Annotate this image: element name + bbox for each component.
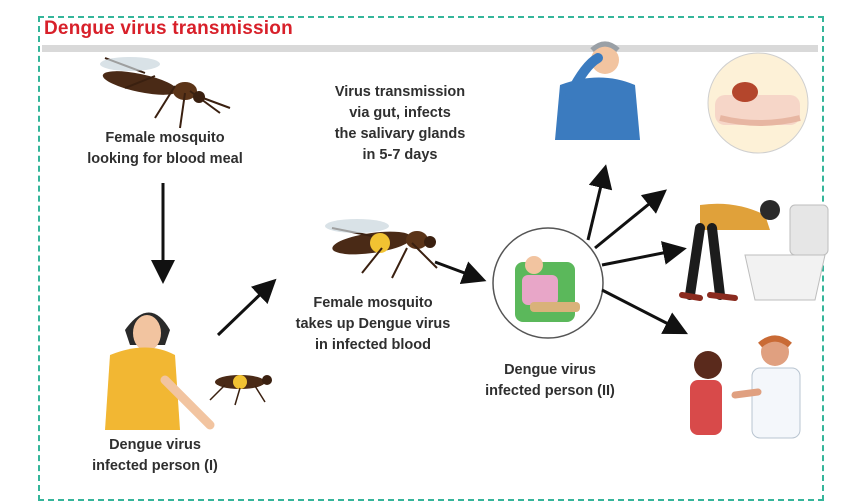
infected-person-two-figure [492, 227, 604, 339]
diagram-title: Dengue virus transmission [44, 18, 293, 39]
headache-man-figure [555, 41, 640, 140]
doctor-patient-figure [690, 335, 801, 439]
caption-infected-person-one: Dengue virus infected person (I) [92, 437, 218, 474]
infected-woman-figure [105, 312, 215, 430]
arrow-person-to-mosquito [216, 278, 277, 337]
title-underline [42, 45, 818, 52]
vomiting-woman-figure [679, 200, 829, 301]
arrow-to-vomiting [601, 241, 687, 267]
caption-infected-person-two: Dengue virus infected person (II) [485, 362, 615, 399]
infected-mosquito-icon [325, 219, 438, 279]
bedridden-woman-figure [707, 52, 809, 154]
arrow-to-headache [586, 164, 613, 241]
arrow-to-doctor [601, 288, 689, 335]
arrow-mosquito-to-person-two [434, 260, 487, 285]
flow-arrows [151, 164, 689, 337]
mosquito-icon [100, 57, 231, 129]
arrow-to-fever [594, 189, 667, 250]
caption-virus-transmission: Virus transmission via gut, infects the … [334, 84, 466, 163]
caption-female-mosquito: Female mosquito looking for blood meal [87, 130, 243, 167]
caption-takes-up-virus: Female mosquito takes up Dengue virus in… [295, 295, 451, 353]
small-mosquito-icon [209, 375, 272, 406]
